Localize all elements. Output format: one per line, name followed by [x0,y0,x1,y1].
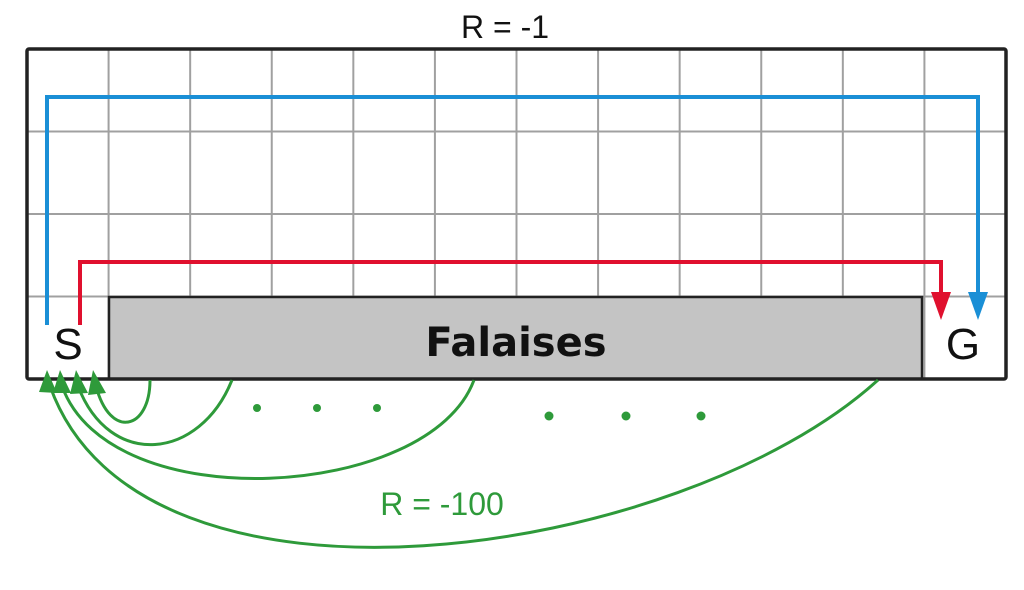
ellipsis-dot [696,411,706,421]
cliff-return-arrowhead-2 [70,370,88,394]
cliff-return-arrowheads [39,370,106,395]
cliff-return-arrowhead-4 [39,370,57,393]
ellipsis-dots-left [253,404,381,412]
top-reward-label: R = -1 [461,9,549,45]
ellipsis-dots-right [544,411,706,421]
cliff-label: Falaises [425,320,606,366]
cliff-return-curve-3 [60,379,476,480]
ellipsis-dot [313,404,321,412]
start-label: S [53,320,82,369]
goal-label: G [946,320,980,369]
grid-border [25,47,1008,381]
ellipsis-dot [621,411,631,421]
safe-path-arrowhead [968,292,988,320]
cliff-return-arrowhead-3 [53,370,71,393]
cliff-reward-label: R = -100 [380,486,504,522]
optimal-path-arrowhead [931,292,951,320]
cliff-return-curve-4 [48,378,880,549]
cliff-region [107,295,924,381]
cliff-return-curve-1 [94,379,152,424]
ellipsis-dot [544,411,554,421]
optimal-path [78,260,943,325]
ellipsis-dot [373,404,381,412]
cliff-return-curve-2 [76,379,234,447]
safe-path [45,95,980,325]
ellipsis-dot [253,404,261,412]
cliff-return-arrowhead-1 [88,370,106,395]
cliff-return-arrows [48,378,880,549]
